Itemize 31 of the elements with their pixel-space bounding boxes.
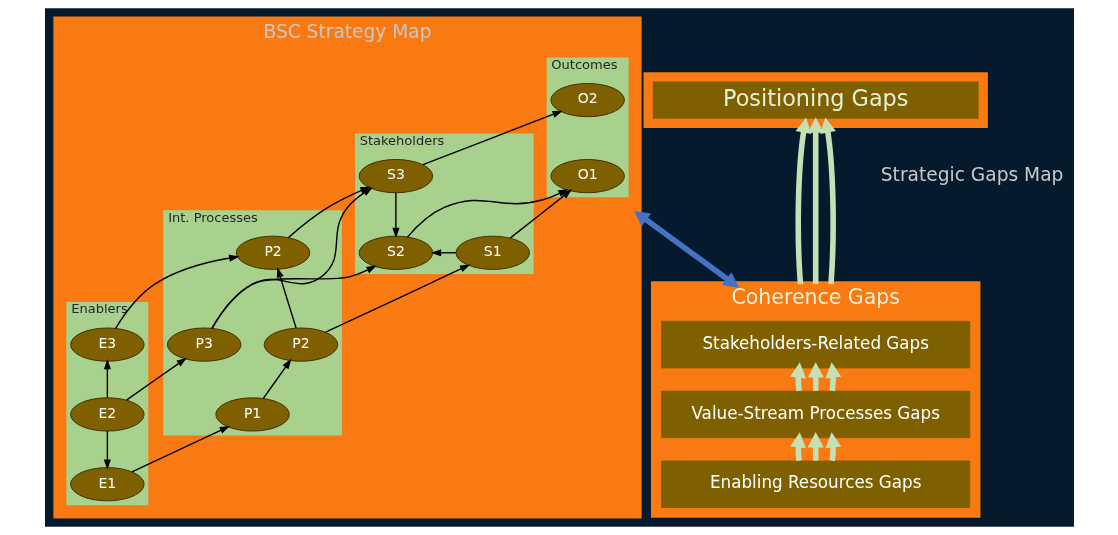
arrow xyxy=(633,210,739,288)
arrow xyxy=(114,254,239,330)
arrow xyxy=(103,359,111,399)
arrow xyxy=(807,117,824,285)
node-ellipse: E2 xyxy=(69,397,145,432)
node-ellipse: E1 xyxy=(69,467,145,502)
arrow xyxy=(262,358,291,400)
arrow xyxy=(210,265,377,330)
node-ellipse: S1 xyxy=(455,235,530,270)
node-ellipse: P2 xyxy=(263,327,338,362)
node-ellipse: E3 xyxy=(69,327,145,362)
label: Strategic Gaps Map xyxy=(880,163,1063,185)
arrow xyxy=(421,110,563,166)
node-box: Value-Stream Processes Gaps xyxy=(660,390,970,439)
arrow xyxy=(103,430,111,470)
node-box: Stakeholders-Related Gaps xyxy=(660,320,970,369)
arrow xyxy=(795,117,811,285)
node-box: Enabling Resources Gaps xyxy=(660,460,970,508)
arrow xyxy=(324,264,470,333)
arrow xyxy=(406,188,568,238)
arrow xyxy=(125,357,187,401)
node-ellipse: P3 xyxy=(166,327,241,362)
node-ellipse: P2 xyxy=(235,235,310,270)
node-ellipse: O1 xyxy=(549,159,625,194)
arrow xyxy=(276,267,297,329)
node-box: Positioning Gaps xyxy=(643,72,988,128)
arrow xyxy=(391,191,399,239)
arrow xyxy=(819,117,836,285)
arrow xyxy=(130,425,230,473)
node-ellipse: S2 xyxy=(358,235,433,270)
arrow xyxy=(508,189,572,239)
